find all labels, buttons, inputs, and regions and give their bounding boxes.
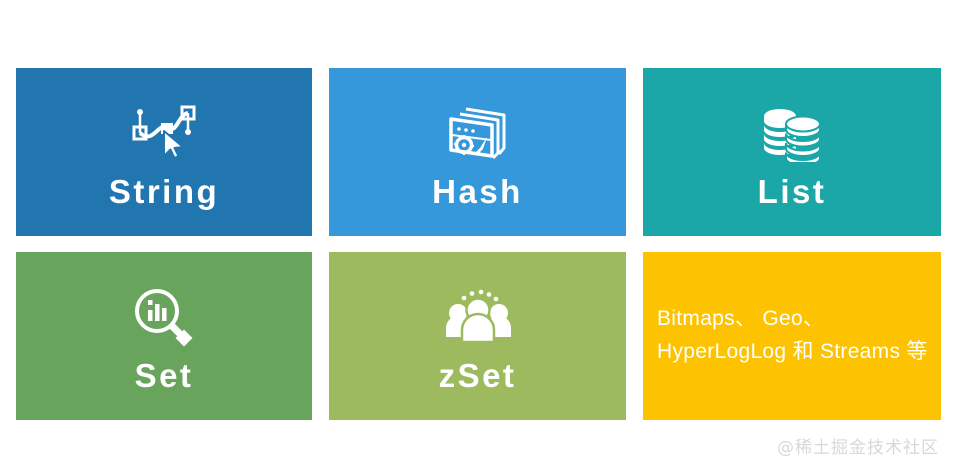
magnifier-bar-chart-icon (133, 281, 195, 353)
tile-label: String (108, 172, 220, 210)
other-types-line-2: HyperLogLog 和 Streams 等 (657, 340, 928, 363)
watermark: @稀土掘金技术社区 (777, 438, 939, 458)
tile-list[interactable]: List (643, 68, 941, 236)
tile-label: List (757, 172, 827, 210)
tile-hash[interactable]: Hash (329, 68, 626, 236)
other-types-line-1: Bitmaps、 Geo、 (657, 307, 825, 331)
data-type-grid: String (16, 68, 941, 420)
other-types-text: Bitmaps、 Geo、 HyperLogLog 和 Streams 等 (657, 303, 928, 368)
bezier-path-cursor-icon (128, 97, 200, 169)
tile-string[interactable]: String (16, 68, 312, 236)
tile-zset[interactable]: zSet (329, 252, 626, 420)
tile-label: Set (134, 356, 194, 394)
tile-label: Hash (432, 172, 523, 210)
tile-other-types[interactable]: Bitmaps、 Geo、 HyperLogLog 和 Streams 等 (643, 252, 941, 420)
tile-label: zSet (438, 356, 517, 394)
people-group-icon (444, 281, 512, 353)
tile-set[interactable]: Set (16, 252, 312, 420)
stacked-windows-gear-icon (446, 97, 510, 169)
coin-stacks-icon (759, 97, 825, 169)
